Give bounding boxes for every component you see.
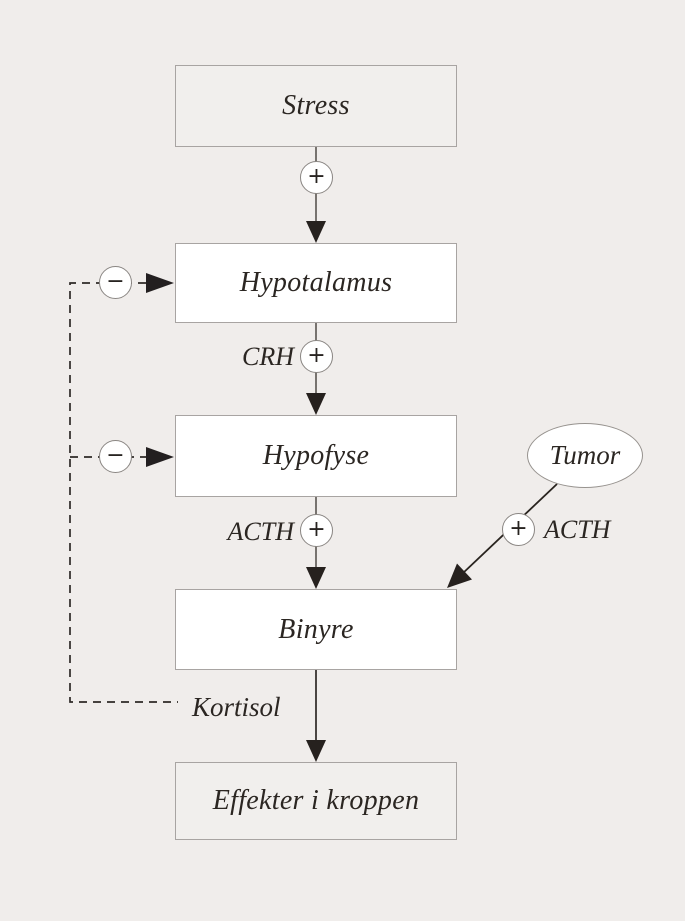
- label-crh: CRH: [242, 342, 294, 371]
- plus-sign-acth-arrow: +: [300, 514, 333, 547]
- node-stress-label: Stress: [282, 90, 350, 121]
- minus-sign-feedback-hypothalamus: −: [99, 266, 132, 299]
- label-acth-axis: ACTH: [227, 517, 294, 546]
- arrowhead-hypothalamus-to-pituitary: [306, 393, 326, 415]
- arrowhead-feedback-to-pituitary: [146, 447, 174, 467]
- minus-sign-feedback-pituitary: −: [99, 440, 132, 473]
- plus-sign-crh-arrow: +: [300, 340, 333, 373]
- node-hypothalamus-label: Hypotalamus: [239, 267, 393, 298]
- plus-sign-stress-arrow: +: [300, 161, 333, 194]
- label-acth-tumor: ACTH: [544, 515, 611, 544]
- plus-sign-tumor-arrow: +: [502, 513, 535, 546]
- arrowhead-stress-to-hypothalamus: [306, 221, 326, 243]
- node-stress: Stress: [175, 65, 457, 147]
- node-adrenal-label: Binyre: [278, 613, 354, 645]
- node-pituitary-label: Hypofyse: [262, 440, 370, 471]
- node-pituitary: Hypofyse: [175, 415, 457, 497]
- arrowhead-feedback-to-hypothalamus: [146, 273, 174, 293]
- node-adrenal: Binyre: [175, 589, 457, 670]
- node-effects-label: Effekter i kroppen: [212, 785, 420, 816]
- minus-glyph: −: [106, 442, 125, 468]
- plus-glyph: +: [307, 342, 326, 368]
- plus-glyph: +: [307, 163, 326, 189]
- node-tumor: Tumor: [527, 423, 643, 488]
- cortisol-feedback-dashed-path: [69, 282, 178, 703]
- minus-glyph: −: [106, 268, 125, 294]
- label-cortisol: Kortisol: [192, 692, 281, 722]
- arrowhead-adrenal-to-effects: [306, 740, 326, 762]
- node-effects: Effekter i kroppen: [175, 762, 457, 840]
- plus-glyph: +: [307, 516, 326, 542]
- node-tumor-label: Tumor: [549, 440, 621, 470]
- arrowhead-tumor-to-adrenal: [447, 563, 472, 588]
- arrowhead-pituitary-to-adrenal: [306, 567, 326, 589]
- node-hypothalamus: Hypotalamus: [175, 243, 457, 323]
- plus-glyph: +: [509, 515, 528, 541]
